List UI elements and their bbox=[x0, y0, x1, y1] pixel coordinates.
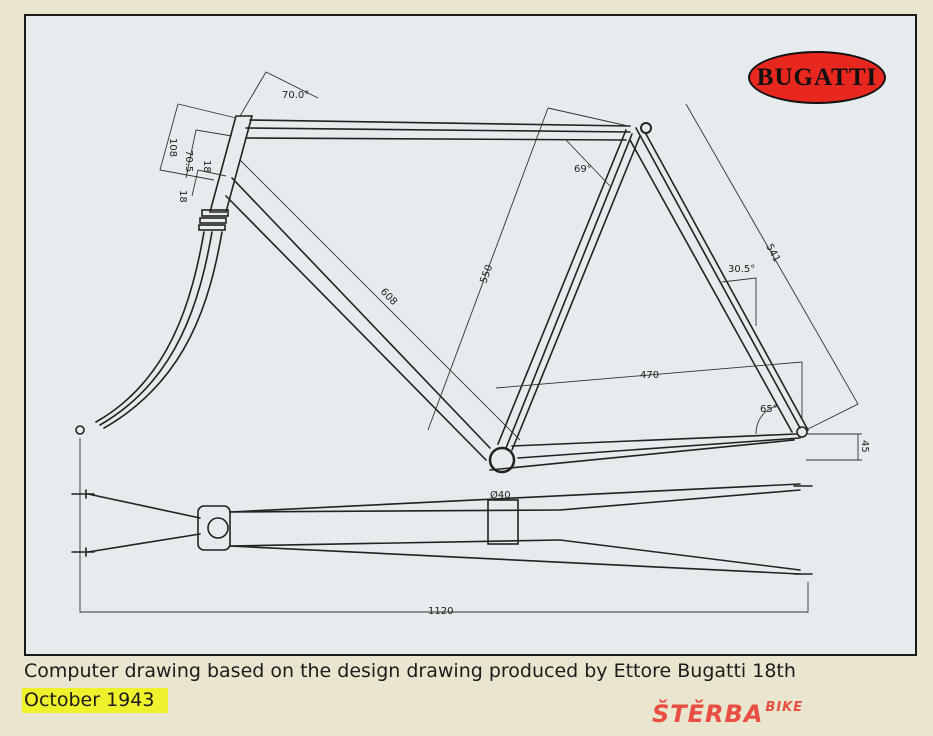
watermark-text: ŠTĚRBA bbox=[652, 700, 764, 728]
plan-bottom-bracket bbox=[197, 505, 231, 551]
dim-70-5: 70.5 bbox=[183, 150, 194, 172]
dim-30-5: 30.5° bbox=[728, 264, 755, 275]
seat-stay bbox=[629, 127, 809, 433]
dim-40: Ø40 bbox=[490, 489, 511, 501]
dim-18-b: 18 bbox=[177, 190, 188, 203]
dim-seat-angle: 69° bbox=[574, 164, 592, 175]
dim-1120: 1120 bbox=[428, 606, 453, 617]
logo-text: BUGATTI bbox=[756, 63, 878, 91]
chain-stay bbox=[489, 433, 801, 471]
dim-108: 108 bbox=[167, 138, 178, 157]
watermark-suffix: BIKE bbox=[765, 700, 804, 715]
dim-45: 45 bbox=[859, 440, 870, 453]
dim-541: 541 bbox=[763, 242, 782, 264]
dim-550: 550 bbox=[478, 263, 495, 285]
plan-seat-clamp bbox=[487, 499, 519, 545]
dim-65: 65° bbox=[760, 404, 778, 415]
bugatti-logo: BUGATTI bbox=[748, 51, 886, 104]
dim-470: 470 bbox=[640, 370, 659, 381]
plan-center-tube bbox=[229, 483, 801, 575]
seat-tube bbox=[497, 129, 641, 451]
top-tube bbox=[245, 119, 631, 141]
bottom-bracket bbox=[488, 446, 516, 474]
dim-head-angle: 70.0° bbox=[282, 90, 309, 101]
headset bbox=[201, 209, 229, 217]
caption-line-1: Computer drawing based on the design dra… bbox=[24, 660, 796, 682]
down-tube bbox=[225, 177, 491, 461]
caption-line-2: October 1943 bbox=[22, 688, 169, 713]
dim-608: 608 bbox=[378, 286, 399, 307]
head-tube bbox=[208, 115, 254, 213]
fork bbox=[95, 231, 205, 423]
drawing-sheet bbox=[24, 14, 917, 656]
plan-left-stays bbox=[87, 493, 201, 553]
dim-18-a: 18 bbox=[201, 160, 212, 173]
